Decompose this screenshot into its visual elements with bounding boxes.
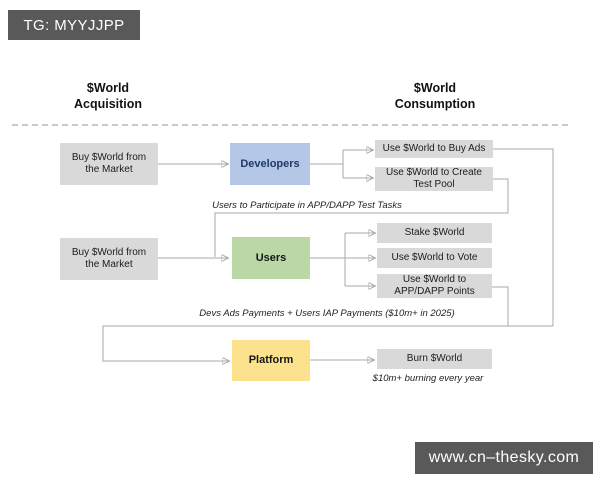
acquisition-column-header: $World Acquisition xyxy=(73,81,143,112)
node-use-world-vote: Use $World to Vote xyxy=(377,248,492,268)
node-burn-world: Burn $World xyxy=(377,349,492,369)
node-buy-market-2: Buy $World from the Market xyxy=(60,238,158,280)
annotation-burning: $10m+ burning every year xyxy=(372,373,484,384)
connector-users-branch xyxy=(310,233,346,286)
connector-collector-to-platform xyxy=(102,325,553,361)
connector-testpool-to-users xyxy=(214,178,509,257)
node-use-world-buy-ads: Use $World to Buy Ads xyxy=(375,140,493,158)
connector-developers-branch xyxy=(310,150,344,178)
annotation-test-tasks: Users to Participate in APP/DAPP Test Ta… xyxy=(212,200,402,211)
node-use-world-points: Use $World to APP/DAPP Points xyxy=(377,274,492,298)
annotation-payments: Devs Ads Payments + Users IAP Payments (… xyxy=(199,308,455,319)
consumption-column-header: $World Consumption xyxy=(394,81,476,112)
dashed-divider xyxy=(12,124,568,126)
node-buy-market-1: Buy $World from the Market xyxy=(60,143,158,185)
connector-points-to-collector xyxy=(492,286,509,326)
node-developers: Developers xyxy=(230,143,310,185)
node-use-world-create-test-pool: Use $World to Create Test Pool xyxy=(375,167,493,191)
node-stake-world: Stake $World xyxy=(377,223,492,243)
connector-buyads-to-collector xyxy=(493,148,554,326)
website-watermark-badge: www.cn–thesky.com xyxy=(415,442,593,474)
node-users: Users xyxy=(232,237,310,279)
telegram-watermark-badge: TG: MYYJJPP xyxy=(8,10,140,40)
node-platform: Platform xyxy=(232,340,310,381)
